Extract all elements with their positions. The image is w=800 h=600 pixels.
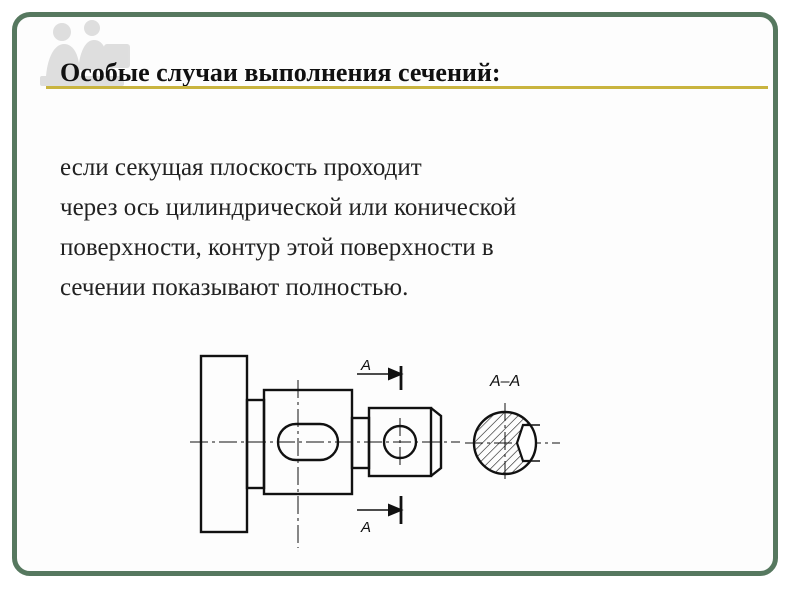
body-line: сечении показывают полностью. [60,274,409,301]
body-line: через ось цилиндрической или конической [60,194,517,221]
body-line: поверхности, контур этой поверхности в [60,234,494,261]
slide-title: Особые случаи выполнения сечений: [60,58,501,87]
body-line: если секущая плоскость проходит [60,154,422,181]
section-mark-top: A [360,357,371,374]
section-mark-bottom: A [360,519,371,536]
slide-frame [12,12,778,576]
section-view-title: A–A [489,373,520,390]
small-neck [350,416,371,470]
shaft-main-view [199,354,443,534]
slide-body-text: если секущая плоскость проходит через ос… [60,148,760,308]
people-silhouette-logo [40,20,130,86]
section-view [472,410,540,476]
chamfer-tip [430,407,443,477]
title-underline [46,86,768,89]
flange [199,354,249,534]
cutting-plane-marks [357,366,404,524]
neck [245,398,266,490]
